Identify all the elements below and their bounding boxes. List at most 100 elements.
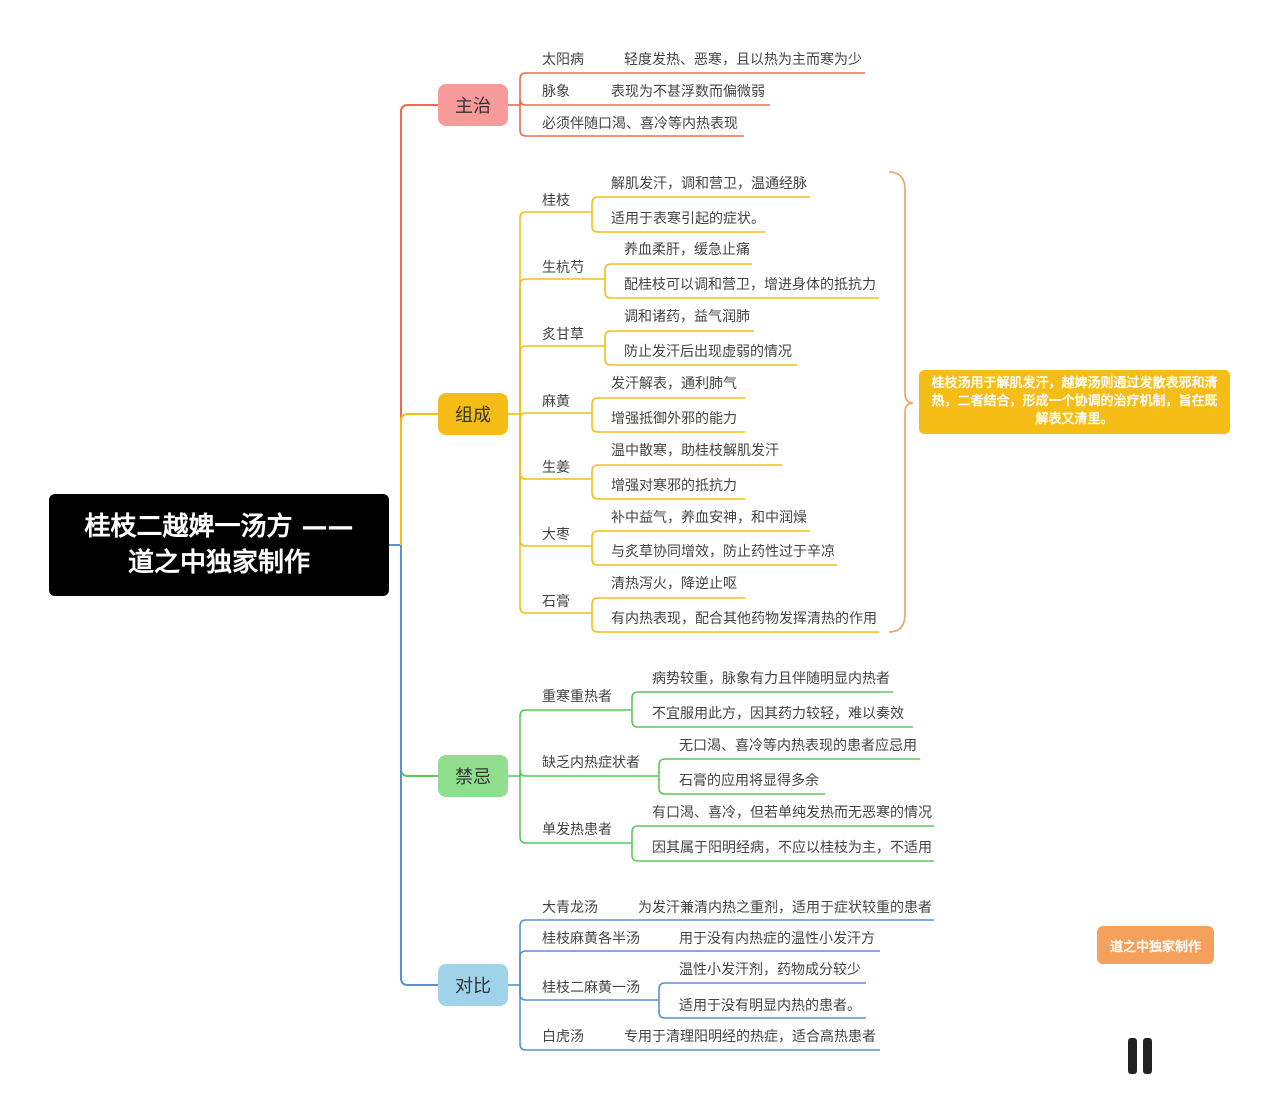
leaf-text[interactable]: 养血柔肝，缓急止痛 bbox=[624, 242, 750, 258]
leaf-text[interactable]: 防止发汗后出现虚弱的情况 bbox=[624, 344, 792, 360]
branch-line bbox=[519, 414, 527, 547]
summary-bracket bbox=[888, 171, 914, 633]
root-node[interactable]: 桂枝二越婢一汤方 —— 道之中独家制作 bbox=[49, 494, 389, 596]
subtopic-label[interactable]: 缺乏内热症状者 bbox=[542, 755, 640, 771]
subtopic-label[interactable]: 必须伴随口渴、喜冷等内热表现 bbox=[542, 116, 738, 132]
subtopic-label[interactable]: 炙甘草 bbox=[542, 327, 584, 343]
category-jinji[interactable]: 禁忌 bbox=[438, 755, 508, 797]
subtopic-label[interactable]: 脉象 bbox=[542, 84, 570, 100]
leaf-line bbox=[604, 279, 879, 299]
watermark-icon bbox=[1128, 1038, 1156, 1074]
leaf-text[interactable]: 病势较重，脉象有力且伴随明显内热者 bbox=[652, 671, 890, 687]
trunk-line bbox=[400, 104, 438, 545]
subtopic-label[interactable]: 桂枝麻黄各半汤 bbox=[542, 931, 640, 947]
leaf-line bbox=[591, 196, 810, 212]
leaf-line bbox=[591, 413, 745, 433]
leaf-line bbox=[591, 212, 765, 233]
leaf-line bbox=[604, 346, 797, 366]
category-duibi[interactable]: 对比 bbox=[438, 964, 508, 1006]
branch-line bbox=[519, 105, 527, 137]
root-title-line2: 道之中独家制作 bbox=[127, 548, 310, 578]
leaf-line bbox=[658, 758, 920, 776]
leaf-text[interactable]: 增强对寒邪的抵抗力 bbox=[611, 478, 737, 494]
branch-line bbox=[519, 72, 527, 105]
leaf-line bbox=[604, 330, 754, 346]
branch-line bbox=[519, 414, 527, 614]
subtopic-label[interactable]: 重寒重热者 bbox=[542, 689, 612, 705]
leaf-line bbox=[591, 613, 879, 633]
leaf-line bbox=[591, 546, 837, 566]
subtopic-label[interactable]: 白虎汤 bbox=[542, 1029, 584, 1045]
subtopic-label[interactable]: 大枣 bbox=[542, 527, 570, 543]
leaf-line bbox=[658, 776, 825, 795]
leaf-text[interactable]: 补中益气，养血安神，和中润燥 bbox=[611, 510, 807, 526]
leaf-text[interactable]: 温性小发汗剂，药物成分较少 bbox=[679, 962, 861, 978]
branch-line bbox=[519, 211, 527, 414]
leaf-text[interactable]: 无口渴、喜冷等内热表现的患者应忌用 bbox=[679, 738, 917, 754]
leaf-text[interactable]: 为发汗兼清内热之重剂，适用于症状较重的患者 bbox=[638, 900, 932, 916]
root-title-line1: 桂枝二越婢一汤方 —— bbox=[84, 512, 354, 542]
leaf-line bbox=[631, 691, 893, 710]
leaf-text[interactable]: 发汗解表，通利肺气 bbox=[611, 376, 737, 392]
author-badge[interactable]: 道之中独家制作 bbox=[1097, 926, 1214, 964]
subtopic-label[interactable]: 石膏 bbox=[542, 594, 570, 610]
category-zucheng[interactable]: 组成 bbox=[438, 393, 508, 435]
branch-line bbox=[519, 98, 527, 106]
leaf-text[interactable]: 有内热表现，配合其他药物发挥清热的作用 bbox=[611, 611, 877, 627]
leaf-text[interactable]: 解肌发汗，调和营卫，温通经脉 bbox=[611, 176, 807, 192]
category-zhuzhi[interactable]: 主治 bbox=[438, 84, 508, 126]
subtopic-label[interactable]: 生杭芍 bbox=[542, 260, 584, 276]
leaf-text[interactable]: 与炙草协同增效，防止药性过于辛凉 bbox=[611, 544, 835, 560]
leaf-text[interactable]: 温中散寒，助桂枝解肌发汗 bbox=[611, 443, 779, 459]
leaf-text[interactable]: 配桂枝可以调和营卫，增进身体的抵抗力 bbox=[624, 277, 876, 293]
branch-line bbox=[519, 345, 527, 414]
branch-line bbox=[519, 278, 527, 414]
subtopic-label[interactable]: 桂枝 bbox=[542, 193, 570, 209]
leaf-line bbox=[658, 982, 866, 1000]
leaf-text[interactable]: 不宜服用此方，因其药力较轻，难以奏效 bbox=[652, 706, 904, 722]
branch-line bbox=[519, 985, 527, 1051]
subtopic-label[interactable]: 大青龙汤 bbox=[542, 900, 598, 916]
leaf-text[interactable]: 增强抵御外邪的能力 bbox=[611, 411, 737, 427]
leaf-text[interactable]: 有口渴、喜冷，但若单纯发热而无恶寒的情况 bbox=[652, 805, 932, 821]
leaf-text[interactable]: 表现为不甚浮数而偏微弱 bbox=[611, 84, 765, 100]
leaf-text[interactable]: 石膏的应用将显得多余 bbox=[679, 773, 819, 789]
branch-line bbox=[519, 412, 527, 420]
leaf-text[interactable]: 适用于没有明显内热的患者。 bbox=[679, 998, 861, 1014]
leaf-line bbox=[591, 464, 782, 479]
summary-text: 桂枝汤用于解肌发汗，越婢汤则通过发散表邪和清热，二者结合，形成一个协调的治疗机制… bbox=[931, 376, 1218, 427]
subtopic-label[interactable]: 单发热患者 bbox=[542, 822, 612, 838]
leaf-line bbox=[591, 530, 810, 546]
branch-line bbox=[519, 776, 527, 844]
trunk-line bbox=[400, 413, 438, 545]
leaf-text[interactable]: 调和诸药，益气润肺 bbox=[624, 309, 750, 325]
branch-line bbox=[519, 709, 527, 776]
subtopic-label[interactable]: 桂枝二麻黄一汤 bbox=[542, 980, 640, 996]
branch-line bbox=[519, 919, 527, 985]
subtopic-label[interactable]: 太阳病 bbox=[542, 52, 584, 68]
branch-line bbox=[519, 950, 527, 985]
leaf-text[interactable]: 因其属于阳明经病，不应以桂枝为主，不适用 bbox=[652, 840, 932, 856]
branch-line bbox=[519, 414, 527, 480]
leaf-text[interactable]: 专用于清理阳明经的热症，适合高热患者 bbox=[624, 1029, 876, 1045]
leaf-line bbox=[591, 597, 745, 613]
leaf-text[interactable]: 适用于表寒引起的症状。 bbox=[611, 211, 765, 227]
trunk-line bbox=[400, 545, 438, 777]
trunk-line bbox=[400, 545, 438, 986]
leaf-line bbox=[631, 843, 934, 862]
leaf-line bbox=[591, 397, 745, 413]
leaf-line bbox=[658, 1000, 866, 1019]
subtopic-label[interactable]: 麻黄 bbox=[542, 394, 570, 410]
branch-line bbox=[519, 769, 527, 777]
leaf-text[interactable]: 轻度发热、恶寒，且以热为主而寒为少 bbox=[624, 52, 862, 68]
leaf-line bbox=[631, 825, 934, 843]
leaf-text[interactable]: 清热泻火，降逆止呕 bbox=[611, 576, 737, 592]
subtopic-label[interactable]: 生姜 bbox=[542, 460, 570, 476]
leaf-line bbox=[604, 263, 752, 279]
summary-callout[interactable]: 桂枝汤用于解肌发汗，越婢汤则通过发散表邪和清热，二者结合，形成一个协调的治疗机制… bbox=[919, 370, 1230, 434]
branch-line bbox=[519, 985, 527, 1001]
leaf-text[interactable]: 用于没有内热症的温性小发汗方 bbox=[679, 931, 875, 947]
leaf-line bbox=[591, 479, 745, 500]
